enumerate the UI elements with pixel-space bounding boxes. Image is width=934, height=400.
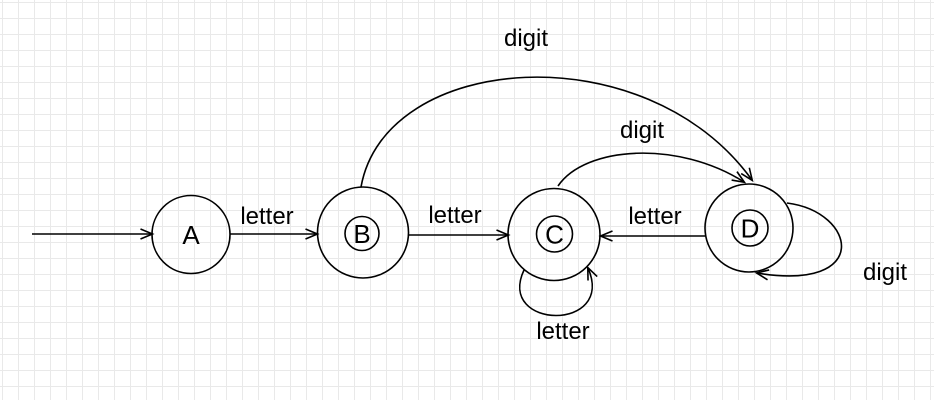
transition-B-D-label: digit	[504, 25, 548, 52]
transition-B-D-curve	[360, 76, 754, 188]
transition-A-B-label: letter	[240, 203, 293, 230]
transition-C-D: digit	[557, 117, 747, 187]
transition-B-D: digit	[360, 25, 754, 188]
transition-B-C: letter	[409, 202, 511, 241]
state-A-label: A	[182, 220, 200, 250]
transition-C-C-label: letter	[536, 318, 589, 345]
state-B-circle	[316, 186, 410, 279]
state-B-label: B	[353, 219, 370, 249]
state-D: D	[704, 183, 794, 273]
transition-C-D-curve	[557, 152, 747, 187]
state-C: C	[507, 187, 601, 282]
transition-D-C: letter	[598, 203, 705, 242]
transition-D-D-self-loop: digit	[754, 202, 907, 286]
state-C-label: C	[545, 220, 564, 250]
state-D-label: D	[741, 214, 760, 244]
state-C-circle	[507, 187, 601, 282]
transition-D-C-label: letter	[628, 203, 681, 230]
transition-D-D-curve	[754, 202, 843, 281]
state-A-circle	[151, 194, 231, 275]
transition-C-C-self-loop: letter	[518, 265, 598, 345]
state-B: B	[316, 186, 410, 279]
state-D-circle	[704, 183, 794, 273]
state-D-inner-circle	[731, 209, 769, 247]
transition-D-D-label: digit	[863, 259, 907, 286]
state-B-inner-circle	[344, 215, 380, 252]
state-C-inner-circle	[535, 215, 574, 253]
transition-C-D-label: digit	[620, 117, 664, 144]
transition-B-C-label: letter	[428, 202, 481, 229]
transition-A-B: letter	[230, 203, 320, 240]
transition-C-C-curve	[518, 265, 598, 317]
state-A: A	[151, 194, 231, 275]
